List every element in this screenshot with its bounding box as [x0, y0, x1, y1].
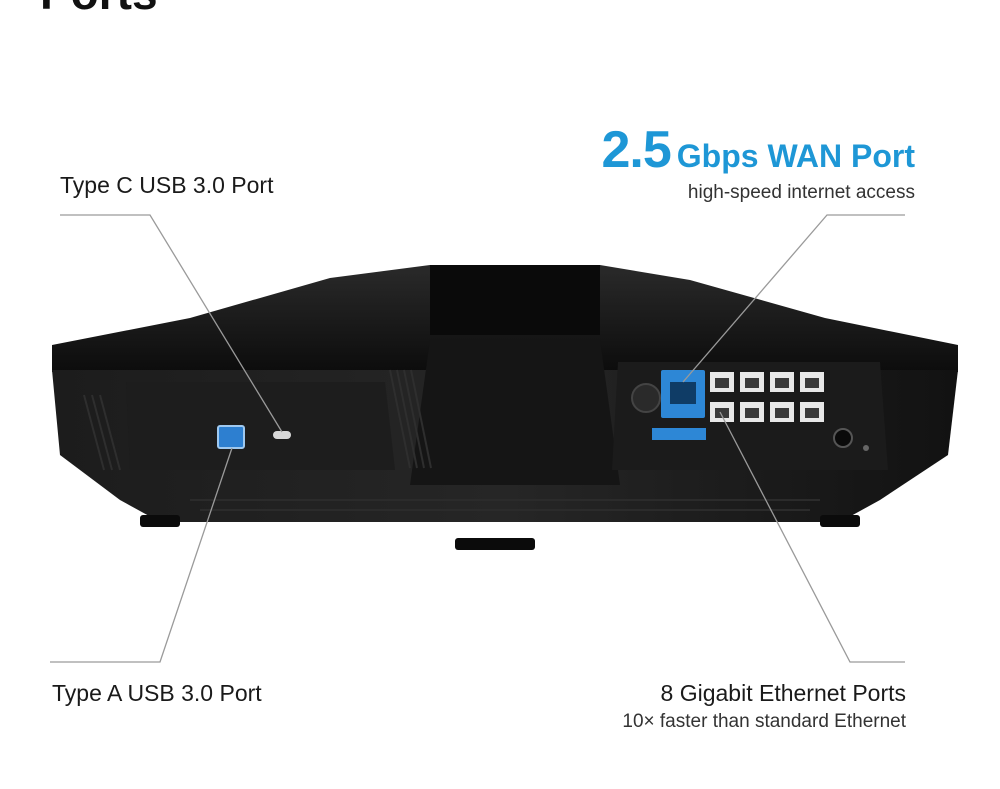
router-center-wedge: [410, 340, 620, 485]
wan-port-socket: [670, 382, 696, 404]
callout-line-ethernet: [719, 411, 905, 663]
wan-port-label-strip: [652, 428, 706, 440]
heading-text: Ports: [40, 0, 360, 14]
power-jack-icon: [833, 428, 853, 448]
wan-title-text: Gbps WAN Port: [676, 138, 915, 174]
usb-a-port-icon: [217, 425, 245, 449]
reset-hole-icon: [863, 445, 869, 451]
router-foot-left: [140, 515, 180, 527]
ethernet-subtitle: 10× faster than standard Ethernet: [622, 711, 906, 732]
usb-c-port-icon: [273, 431, 291, 439]
left-port-panel: [126, 382, 395, 470]
callout-line-type-c: [60, 214, 283, 433]
router-top-center: [430, 265, 600, 335]
wan-subtitle: high-speed internet access: [687, 182, 915, 203]
vent-grille-bottom: [190, 499, 820, 511]
type-a-label: Type A USB 3.0 Port: [52, 680, 262, 706]
router-foot-right: [820, 515, 860, 527]
router-foot-center: [455, 538, 535, 550]
ethernet-port-sockets: [715, 378, 819, 418]
ethernet-title: 8 Gigabit Ethernet Ports: [660, 680, 906, 706]
callout-line-type-a: [50, 447, 233, 663]
wan-speed-value: 2.5: [601, 121, 671, 179]
callout-line-wan: [682, 214, 905, 383]
type-c-label: Type C USB 3.0 Port: [60, 172, 274, 198]
cropped-heading: Ports: [40, 0, 360, 14]
vent-grille-left: [83, 369, 432, 471]
power-button-icon: [631, 383, 661, 413]
